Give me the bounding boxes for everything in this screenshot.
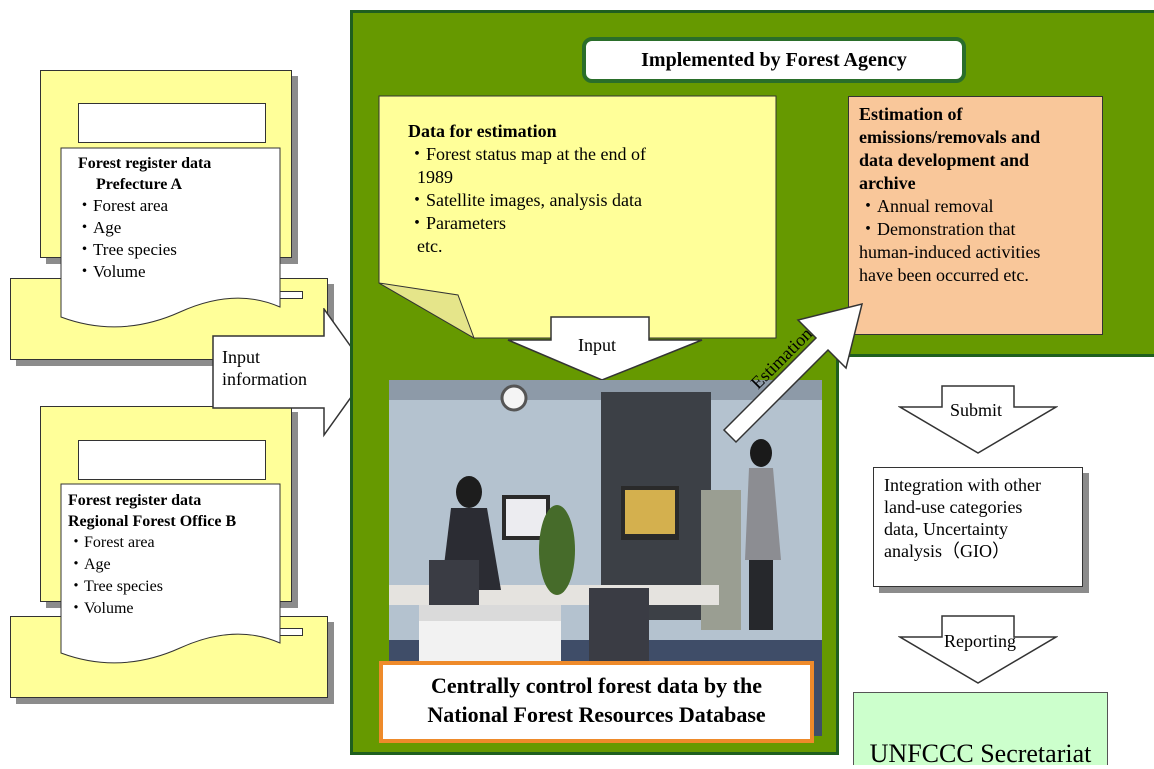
paper-b-item: ・Age	[68, 556, 111, 573]
estimation-heading-line: Estimation of	[859, 104, 963, 124]
data-note-line: ・Forest status map at the end of	[408, 144, 646, 164]
paper-b-shape	[60, 483, 281, 664]
integration-line: analysis（GIO）	[884, 541, 1010, 561]
paper-b-item: ・Volume	[68, 600, 134, 617]
estimation-box: Estimation of emissions/removals and dat…	[848, 96, 1103, 335]
caption-line1: Centrally control forest data by the	[431, 673, 762, 698]
document-group-b: Forest register data Regional Forest Off…	[0, 400, 340, 700]
estimation-line: ・Annual removal	[859, 196, 994, 216]
caption-line2: National Forest Resources Database	[427, 702, 766, 727]
doc-b-inner-card	[78, 440, 266, 480]
document-group-a: Forest register data Prefecture A ・Fores…	[0, 60, 340, 360]
data-note-line: ・Satellite images, analysis data	[408, 190, 642, 210]
integration-line: Integration with other	[884, 475, 1041, 495]
data-note-line: 1989	[408, 167, 453, 187]
data-note-line: ・Parameters	[408, 213, 506, 233]
input-down-arrow	[507, 316, 703, 381]
unfccc-secretariat-box: UNFCCC Secretariat	[853, 692, 1108, 768]
estimation-line: ・Demonstration that	[859, 219, 1016, 239]
paper-a-item: ・Tree species	[76, 240, 177, 259]
submit-arrow	[898, 385, 1058, 454]
forest-agency-title: Implemented by Forest Agency	[582, 37, 966, 83]
submit-label: Submit	[950, 400, 1003, 420]
data-note-text: Data for estimation ・Forest status map a…	[408, 120, 768, 258]
estimation-heading-line: archive	[859, 173, 916, 193]
paper-a-title: Forest register data	[78, 155, 212, 172]
integration-box: Integration with other land-use categori…	[873, 467, 1083, 587]
input-information-label: Input information	[222, 346, 332, 390]
integration-line: land-use categories	[884, 497, 1023, 517]
input-information-line1: Input	[222, 347, 260, 367]
integration-line: data, Uncertainty	[884, 519, 1008, 539]
paper-a-subtitle: Prefecture A	[96, 176, 183, 193]
paper-a-item: ・Volume	[76, 262, 146, 281]
reporting-arrow	[898, 615, 1058, 684]
paper-a-shape	[60, 147, 281, 328]
data-note-heading: Data for estimation	[408, 121, 557, 141]
estimation-heading-line: emissions/removals and	[859, 127, 1041, 147]
paper-a-item: ・Forest area	[76, 196, 169, 215]
estimation-line: have been occurred etc.	[859, 265, 1029, 285]
paper-b-subtitle: Regional Forest Office B	[68, 513, 237, 530]
national-database-caption: Centrally control forest data by the Nat…	[379, 661, 814, 743]
paper-b-items: ・Forest area ・Age ・Tree species ・Volume	[68, 532, 270, 620]
estimation-heading-line: data development and	[859, 150, 1030, 170]
reporting-label: Reporting	[944, 631, 1016, 651]
paper-a-text: Forest register data Prefecture A ・Fores…	[62, 149, 276, 289]
paper-b-text: Forest register data Regional Forest Off…	[62, 486, 276, 626]
data-note-line: etc.	[408, 236, 443, 256]
estimation-line: human-induced activities	[859, 242, 1041, 262]
estimation-arrow	[722, 302, 864, 444]
input-information-arrow	[212, 308, 370, 438]
paper-b-item: ・Tree species	[68, 578, 163, 595]
data-note-shape	[378, 95, 777, 340]
input-information-line2: information	[222, 369, 307, 389]
paper-a-item: ・Age	[76, 218, 122, 237]
doc-a-inner-card	[78, 103, 266, 143]
paper-b-item: ・Forest area	[68, 534, 155, 551]
paper-b-title: Forest register data	[68, 492, 202, 509]
input-down-arrow-label: Input	[578, 335, 616, 355]
paper-a-items: ・Forest area ・Age ・Tree species ・Volume	[68, 195, 270, 283]
